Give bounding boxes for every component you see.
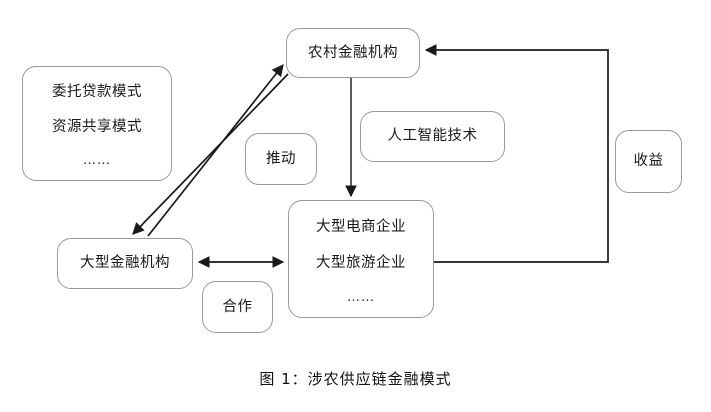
node-modes-ellipsis: …… bbox=[83, 153, 111, 169]
figure-caption: 图 1：涉农供应链金融模式 bbox=[259, 370, 452, 388]
node-cooperation-label: 合作 bbox=[222, 298, 253, 315]
node-enterprises-line-2: 大型旅游企业 bbox=[316, 255, 406, 272]
connector-rural-to-large-financial bbox=[132, 73, 289, 235]
node-rural-financial-label: 农村金融机构 bbox=[308, 44, 398, 61]
node-promote[interactable]: 推动 bbox=[245, 133, 317, 185]
connector-enterprises-to-rural bbox=[424, 44, 609, 263]
node-cooperation[interactable]: 合作 bbox=[202, 281, 273, 333]
node-enterprises-ellipsis: …… bbox=[347, 290, 375, 306]
node-revenue[interactable]: 收益 bbox=[615, 130, 682, 193]
node-financing-modes[interactable]: 委托贷款模式 资源共享模式 …… bbox=[22, 66, 172, 181]
node-large-financial-label: 大型金融机构 bbox=[80, 255, 170, 272]
node-modes-line-1: 委托贷款模式 bbox=[52, 84, 142, 100]
node-revenue-label: 收益 bbox=[633, 153, 664, 170]
connector-large-financial-to-rural bbox=[147, 64, 284, 237]
node-promote-label: 推动 bbox=[266, 150, 296, 167]
node-large-financial-institutions[interactable]: 大型金融机构 bbox=[57, 238, 193, 289]
node-rural-financial-institutions[interactable]: 农村金融机构 bbox=[286, 28, 420, 78]
node-ai-tech-label: 人工智能技术 bbox=[387, 128, 478, 145]
node-large-enterprises[interactable]: 大型电商企业 大型旅游企业 …… bbox=[288, 200, 434, 318]
node-ai-technology[interactable]: 人工智能技术 bbox=[360, 111, 505, 162]
node-enterprises-line-1: 大型电商企业 bbox=[316, 219, 406, 235]
node-modes-line-2: 资源共享模式 bbox=[52, 119, 142, 136]
